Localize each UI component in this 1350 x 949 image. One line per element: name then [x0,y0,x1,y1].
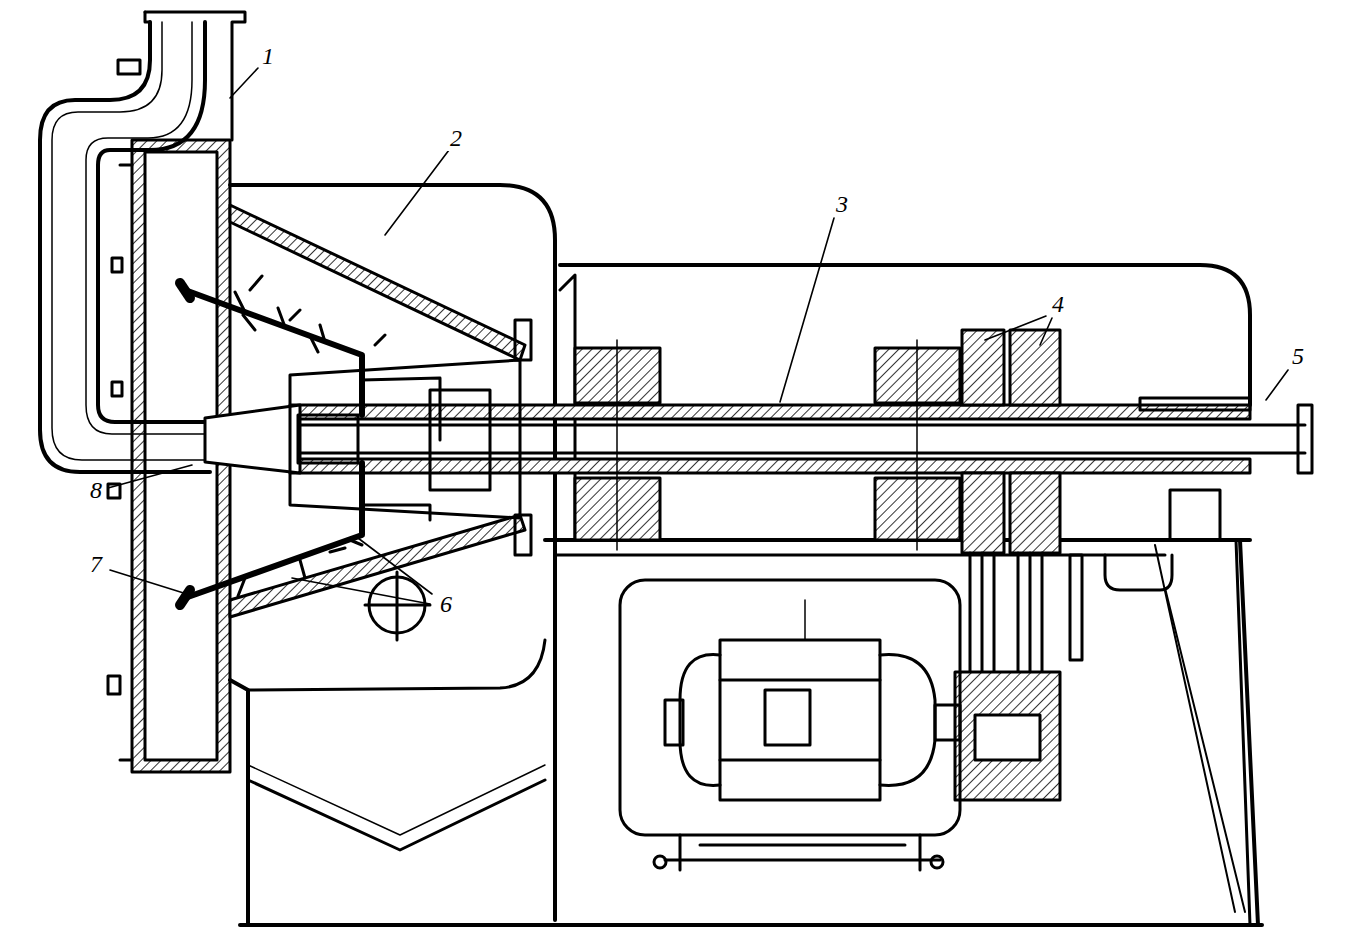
callout-number: 6 [437,591,455,617]
callout-number: 5 [1289,343,1307,369]
callout-number: 7 [87,551,105,577]
callout-number: 8 [87,477,105,503]
callout-number: 2 [447,125,465,151]
callout-number: 1 [259,43,277,69]
callout-number: 3 [833,191,851,217]
callout-number: 4 [1049,291,1067,317]
